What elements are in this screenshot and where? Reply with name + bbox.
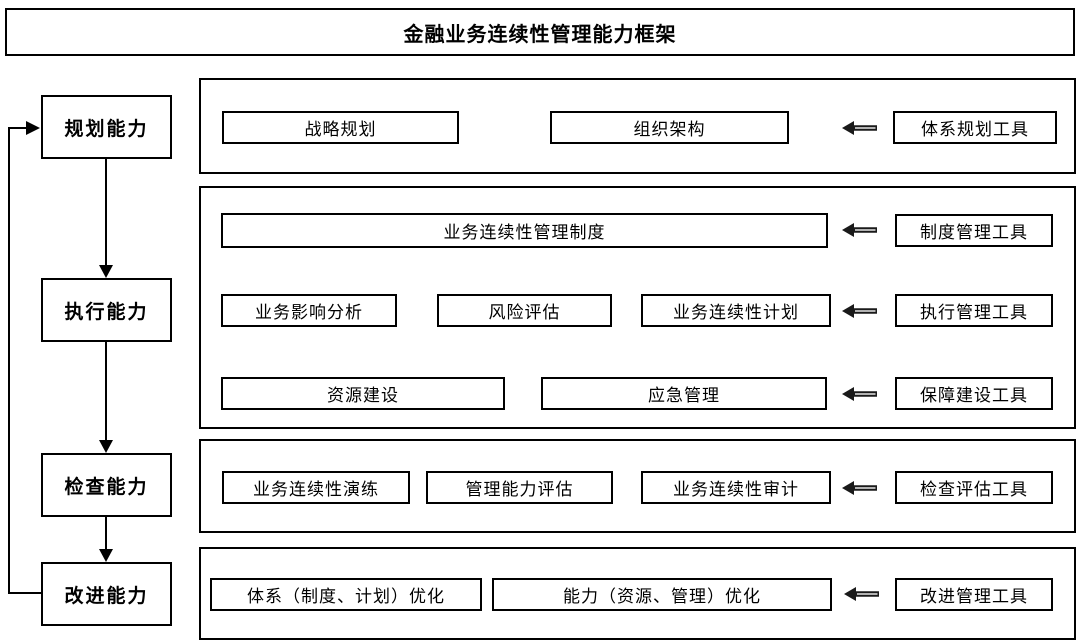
box-bcm-policy: 业务连续性管理制度 [221,213,828,248]
box-emergency-management: 应急管理 [541,377,827,410]
box-system-optimization: 体系（制度、计划）优化 [210,578,482,611]
box-risk-assessment: 风险评估 [437,294,612,327]
feedback-loop-arrow-icon [8,121,41,594]
down-arrow-icon [99,342,113,453]
box-org-structure: 组织架构 [550,111,789,144]
left-double-arrow-icon [842,223,877,237]
capability-box-execution: 执行能力 [41,278,172,342]
box-inspection-assessment-tool: 检查评估工具 [895,471,1053,504]
capability-box-planning: 规划能力 [41,95,172,159]
down-arrow-icon [99,517,113,562]
box-bc-exercise: 业务连续性演练 [222,471,410,504]
left-double-arrow-icon [842,481,877,495]
box-bc-audit: 业务连续性审计 [641,471,831,504]
box-system-planning-tool: 体系规划工具 [893,111,1057,144]
box-improvement-management-tool: 改进管理工具 [895,578,1053,611]
capability-box-inspection: 检查能力 [41,453,172,517]
box-capability-optimization: 能力（资源、管理）优化 [492,578,832,611]
box-policy-management-tool: 制度管理工具 [895,214,1053,247]
capability-box-improvement: 改进能力 [41,562,172,626]
box-support-building-tool: 保障建设工具 [895,377,1053,410]
left-double-arrow-icon [844,587,879,601]
left-double-arrow-icon [842,387,877,401]
left-double-arrow-icon [842,121,877,135]
left-double-arrow-icon [842,304,877,318]
box-resource-building: 资源建设 [221,377,505,410]
box-business-impact-analysis: 业务影响分析 [221,294,397,327]
page-title: 金融业务连续性管理能力框架 [5,8,1075,56]
box-strategic-planning: 战略规划 [222,111,459,144]
box-capability-assessment: 管理能力评估 [426,471,613,504]
box-execution-management-tool: 执行管理工具 [895,294,1053,327]
box-bc-plan: 业务连续性计划 [641,294,831,327]
down-arrow-icon [99,159,113,278]
